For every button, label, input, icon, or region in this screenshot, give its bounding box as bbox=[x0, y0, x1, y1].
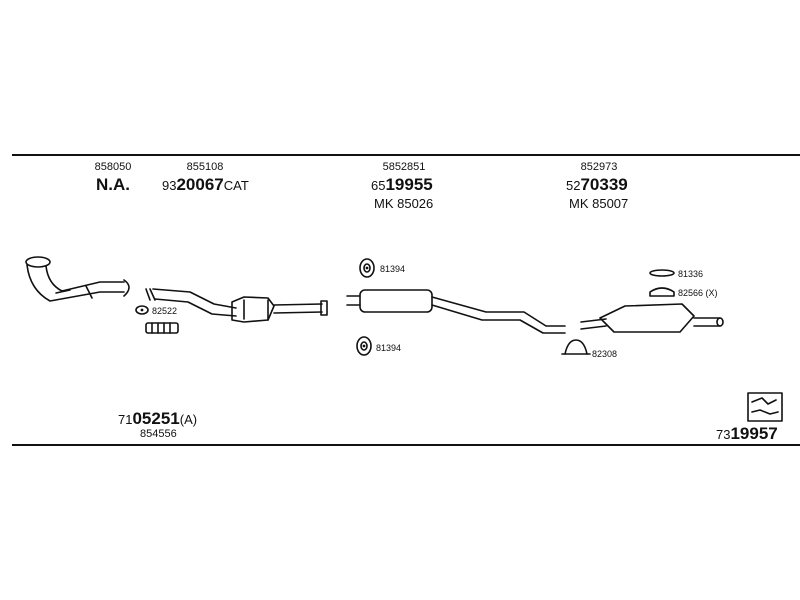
rubber-mount-top-drawing bbox=[359, 258, 375, 278]
kit-prefix: 71 bbox=[118, 412, 133, 427]
catalyst-suffix: CAT bbox=[223, 178, 249, 193]
clamp-rear-drawing bbox=[649, 287, 675, 297]
rear-silencer-drawing bbox=[580, 303, 724, 333]
set-part-number: 7319957 bbox=[716, 425, 778, 443]
kit-code-small: 854556 bbox=[140, 428, 177, 440]
bottom-divider-line bbox=[12, 444, 800, 446]
set-box-icon bbox=[747, 392, 783, 422]
set-prefix: 73 bbox=[716, 427, 731, 442]
catalyst-code-small: 855108 bbox=[186, 161, 224, 173]
callout-82566: 82566 (X) bbox=[678, 288, 718, 298]
front-pipe-code-small: 858050 bbox=[94, 161, 132, 173]
rubber-mount-bottom-drawing bbox=[356, 336, 372, 356]
rear-silencer-part-number: 5270339 bbox=[566, 176, 628, 194]
gasket-82522-drawing bbox=[135, 305, 179, 334]
middle-silencer-prefix: 65 bbox=[371, 178, 386, 193]
u-clamp-drawing bbox=[561, 339, 591, 355]
callout-81336: 81336 bbox=[678, 269, 703, 279]
catalyst-part-number: 9320067CAT bbox=[162, 176, 249, 194]
catalyst-drawing bbox=[145, 288, 328, 323]
middle-silencer-code-small: 5852851 bbox=[382, 161, 426, 173]
kit-part-number: 7105251(A) bbox=[118, 410, 197, 428]
front-pipe-drawing bbox=[25, 256, 130, 302]
front-pipe-code-big: N.A. bbox=[96, 175, 130, 194]
rear-silencer-prefix: 52 bbox=[566, 178, 581, 193]
callout-81394-top: 81394 bbox=[380, 264, 405, 274]
callout-82308: 82308 bbox=[592, 349, 617, 359]
middle-silencer-drawing bbox=[346, 289, 566, 334]
catalyst-prefix: 93 bbox=[162, 178, 177, 193]
kit-suffix: (A) bbox=[179, 412, 198, 427]
rear-silencer-mk: MK 85007 bbox=[569, 196, 629, 211]
rubber-mount-rear-drawing bbox=[649, 269, 675, 277]
set-main: 19957 bbox=[730, 424, 778, 443]
catalyst-main: 20067 bbox=[176, 175, 224, 194]
callout-82522: 82522 bbox=[152, 306, 177, 316]
top-divider-line bbox=[12, 154, 800, 156]
rear-silencer-main: 70339 bbox=[580, 175, 628, 194]
rear-silencer-code-small: 852973 bbox=[580, 161, 618, 173]
middle-silencer-main: 19955 bbox=[385, 175, 433, 194]
middle-silencer-mk: MK 85026 bbox=[374, 196, 434, 211]
middle-silencer-part-number: 6519955 bbox=[371, 176, 433, 194]
kit-main: 05251 bbox=[132, 409, 180, 428]
callout-81394-bottom: 81394 bbox=[376, 343, 401, 353]
